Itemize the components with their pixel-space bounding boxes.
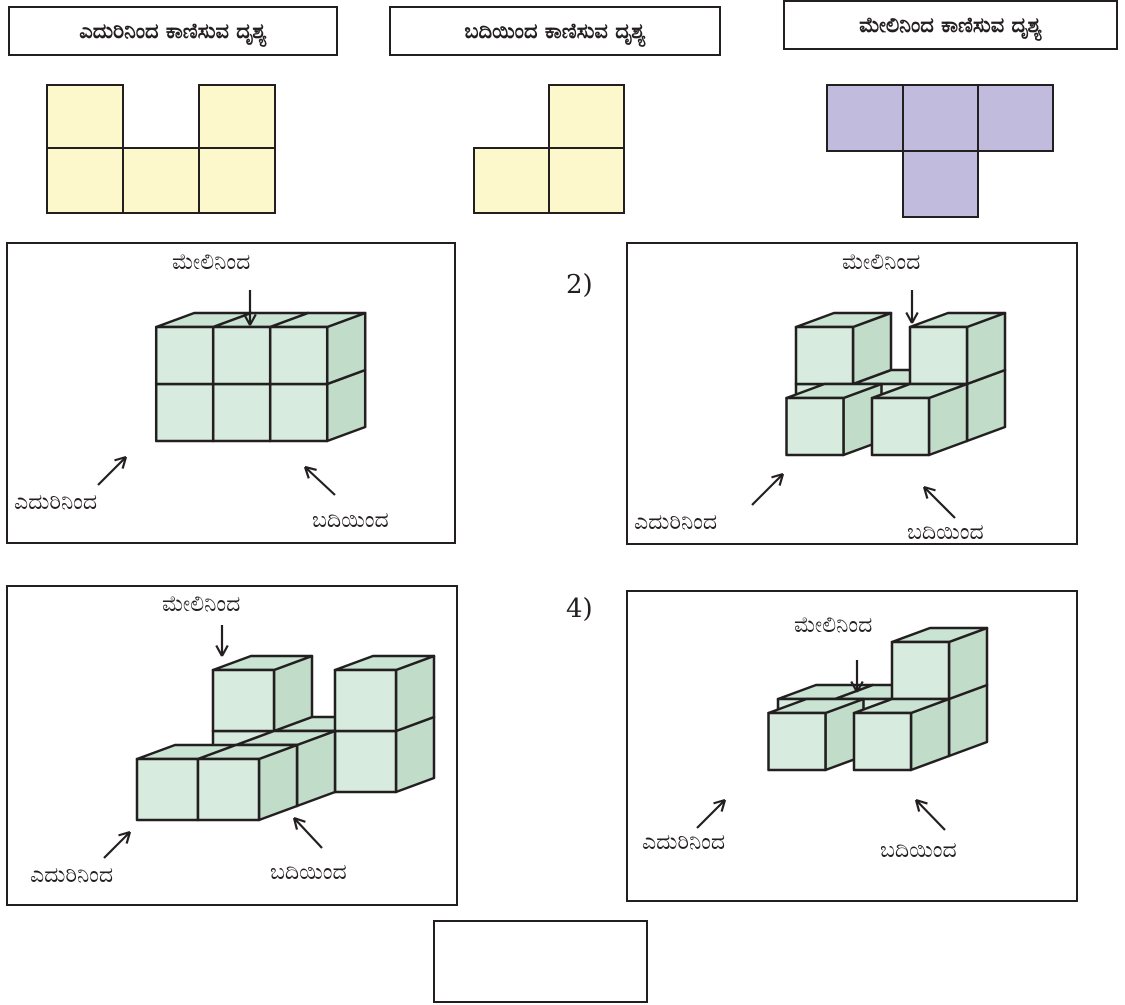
top-view-shape <box>826 84 1054 218</box>
cube-front-face <box>333 668 398 733</box>
answer-box[interactable] <box>433 920 648 1003</box>
option-3-box[interactable] <box>6 585 458 906</box>
cube-front-face <box>268 325 329 386</box>
option-1-solid <box>154 311 367 443</box>
cube-front-face <box>211 668 276 733</box>
option-2-number: 2) <box>566 270 593 300</box>
option-4-box[interactable] <box>626 590 1078 902</box>
cube-front-face <box>268 382 329 443</box>
side-view-shape <box>473 84 625 214</box>
option-4-top-arrow <box>850 660 864 693</box>
orthographic-views <box>46 84 1054 218</box>
cube-front-face <box>785 396 845 457</box>
option-2-side-label: ಬದಿಯಿಂದ <box>907 520 984 545</box>
option-2-front-arrow <box>751 472 785 506</box>
option-2-solid <box>785 311 1007 457</box>
top-view-header: ಮೇಲಿನಿಂದ ಕಾಣಿಸುವ ದೃಶ್ಯ <box>783 0 1118 50</box>
cube-front-face <box>135 757 200 822</box>
option-1-front-label: ಎದುರಿನಿಂದ <box>14 490 98 515</box>
cube-front-face <box>211 382 272 443</box>
option-4-side-label: ಬದಿಯಿಂದ <box>880 838 957 863</box>
cube-front-face <box>794 325 855 386</box>
option-3-top-label: ಮೇಲಿನಿಂದ <box>162 592 241 617</box>
cube-front-face <box>211 325 272 386</box>
cube-front-face <box>870 396 931 457</box>
cube-front-face <box>767 711 827 772</box>
option-1-front-arrow <box>97 455 128 486</box>
cube-front-face <box>852 711 913 772</box>
option-4-solid <box>767 626 989 772</box>
cube-front-face <box>890 640 951 701</box>
front-view-shape <box>46 84 276 214</box>
option-1-box[interactable] <box>6 242 456 544</box>
option-1-top-arrow <box>243 290 257 326</box>
option-4-front-arrow <box>696 798 727 829</box>
option-1-top-label: ಮೇಲಿನಿಂದ <box>172 250 251 275</box>
option-2-front-label: ಎದುರಿನಿಂದ <box>634 510 718 535</box>
front-view-header-text: ಎದುರಿನಿಂದ ಕಾಣಿಸುವ ದೃಶ್ಯ <box>79 18 267 43</box>
cube-front-face <box>196 757 261 822</box>
option-4-side-arrow <box>914 798 946 831</box>
side-view-header: ಬದಿಯಿಂದ ಕಾಣಿಸುವ ದೃಶ್ಯ <box>389 6 721 56</box>
option-3-side-label: ಬದಿಯಿಂದ <box>270 860 347 885</box>
cube-front-face <box>154 382 215 443</box>
option-4-front-label: ಎದುರಿನಿಂದ <box>642 830 726 855</box>
option-3-side-arrow <box>292 816 323 849</box>
option-3-top-arrow <box>215 625 229 657</box>
option-3-front-label: ಎದುರಿನಿಂದ <box>30 863 114 888</box>
cube-front-face <box>333 729 398 794</box>
cube-front-face <box>154 325 215 386</box>
option-2-top-label: ಮೇಲಿನಿಂದ <box>842 250 921 275</box>
option-2-box[interactable] <box>626 242 1078 545</box>
top-view-header-text: ಮೇಲಿನಿಂದ ಕಾಣಿಸುವ ದೃಶ್ಯ <box>859 12 1042 37</box>
cube-front-face <box>908 325 969 386</box>
option-4-number: 4) <box>566 594 593 624</box>
option-1-side-label: ಬದಿಯಿಂದ <box>312 508 389 533</box>
side-view-header-text: ಬದಿಯಿಂದ ಕಾಣಿಸುವ ದೃಶ್ಯ <box>464 18 646 43</box>
option-4-top-label: ಮೇಲಿನಿಂದ <box>794 613 873 638</box>
option-2-top-arrow <box>905 290 919 324</box>
option-3-solid <box>135 654 436 822</box>
front-view-header: ಎದುರಿನಿಂದ ಕಾಣಿಸುವ ದೃಶ್ಯ <box>8 6 338 56</box>
option-2-side-arrow <box>922 485 956 519</box>
option-1-side-arrow <box>303 465 336 496</box>
option-3-front-arrow <box>103 830 132 859</box>
